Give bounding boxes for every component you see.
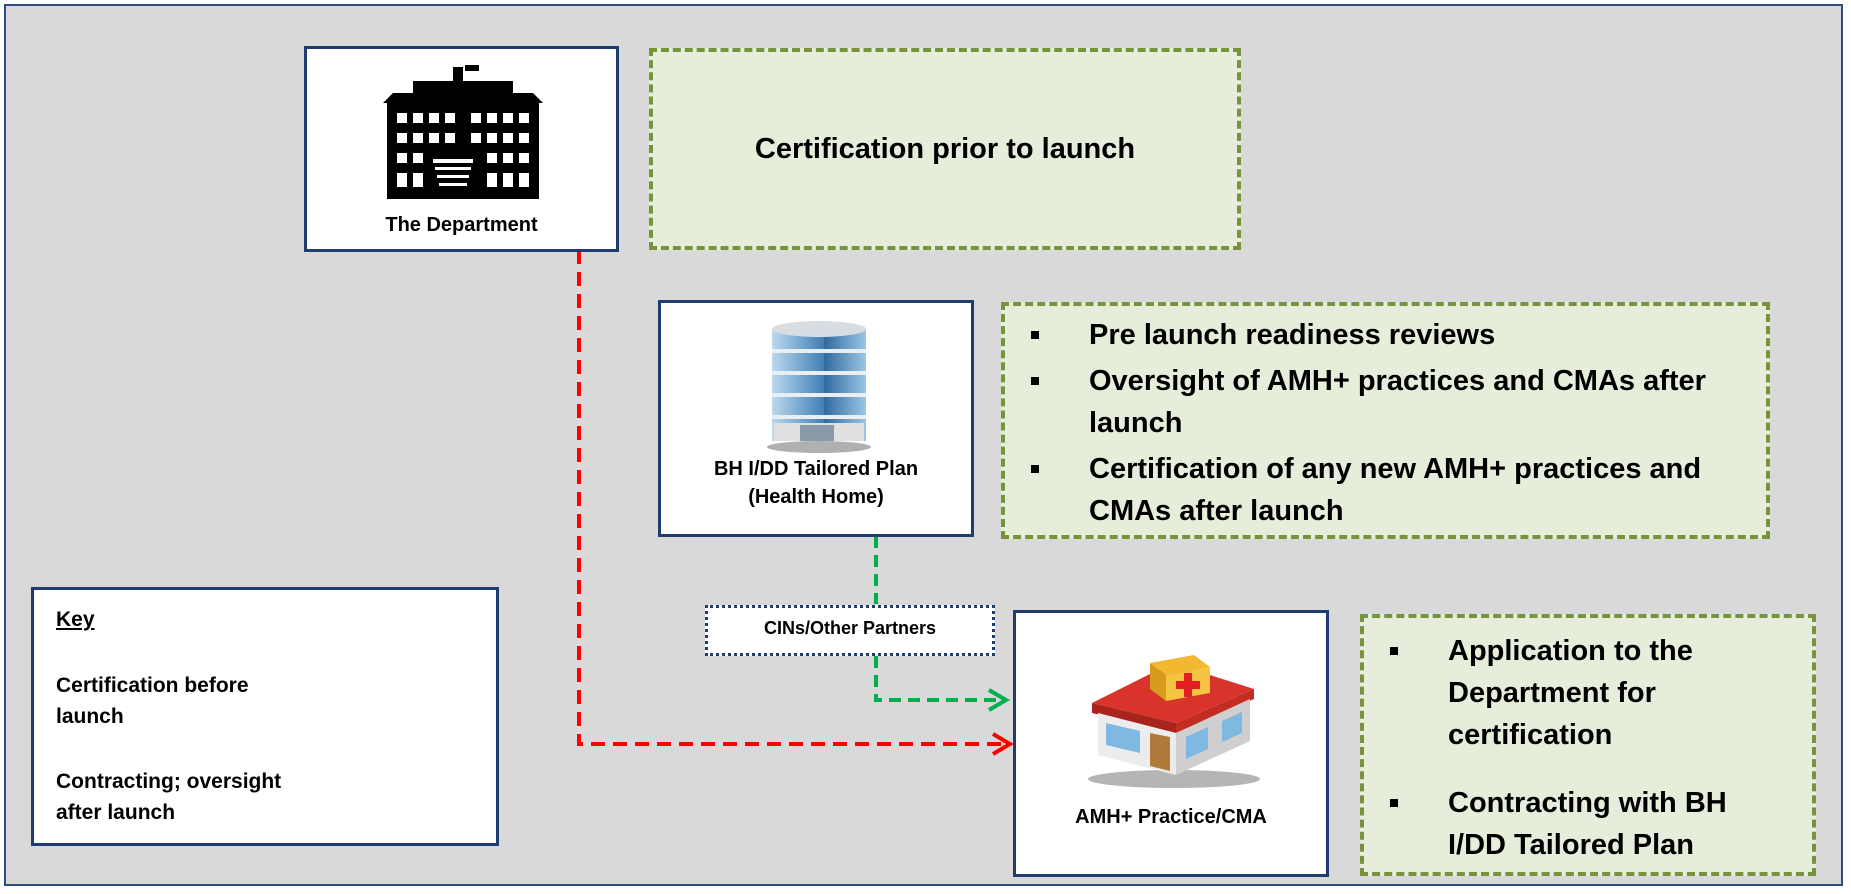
bullet-square-icon [1390,647,1398,655]
key-title: Key [56,608,95,631]
green-arrowhead [987,688,1010,712]
practice-box: AMH+ Practice/CMA [1013,610,1329,877]
bullet-text: Application to the Department for certif… [1448,635,1693,751]
key-item-certification: Certification before launch [56,674,249,728]
bullet-item: Certification of any new AMH+ practices … [1005,448,1709,532]
green-connector-line-lower [874,656,998,702]
bullet-square-icon [1031,377,1039,385]
certification-box: Certification prior to launch [649,48,1241,250]
bullet-item: Contracting with BH I/DD Tailored Plan [1364,782,1768,866]
key-item-contracting: Contracting; oversight after launch [56,770,282,824]
bullet-square-icon [1390,799,1398,807]
bullet-square-icon [1031,465,1039,473]
certification-text: Certification prior to launch [754,132,1136,165]
practice-bullet-list: Application to the Department for certif… [1364,630,1804,866]
bullet-text: Contracting with BH I/DD Tailored Plan [1448,787,1727,861]
clinic-building-icon [1088,655,1260,788]
department-box: The Department [304,46,619,252]
red-arrowhead [991,732,1014,756]
glass-office-tower-icon [767,321,871,453]
department-label: The Department [385,214,538,236]
tailored-plan-box: BH I/DD Tailored Plan (Health Home) [658,300,974,537]
bullet-item: Application to the Department for certif… [1364,630,1738,756]
practice-bullets-box: Application to the Department for certif… [1360,614,1816,876]
bullet-item: Oversight of AMH+ practices and CMAs aft… [1005,360,1709,444]
tailored-plan-label-line1: BH I/DD Tailored Plan [713,458,919,480]
cins-partners-label: CINs/Other Partners [763,618,937,638]
bullet-square-icon [1031,331,1039,339]
tailored-plan-bullet-list: Pre launch readiness reviews Oversight o… [1005,314,1765,532]
red-connector-line [577,250,1003,746]
tailored-plan-bullets-box: Pre launch readiness reviews Oversight o… [1001,302,1770,539]
key-box: Key Certification before launch Contract… [31,587,499,846]
bullet-text: Pre launch readiness reviews [1089,319,1496,351]
tailored-plan-label-line2: (Health Home) [748,486,884,508]
practice-label: AMH+ Practice/CMA [1075,806,1267,828]
bullet-item: Pre launch readiness reviews [1005,314,1689,356]
bullet-text: Oversight of AMH+ practices and CMAs aft… [1089,365,1706,439]
cins-partners-box: CINs/Other Partners [705,605,995,656]
bullet-text: Certification of any new AMH+ practices … [1089,453,1702,527]
office-building-icon [383,65,543,199]
